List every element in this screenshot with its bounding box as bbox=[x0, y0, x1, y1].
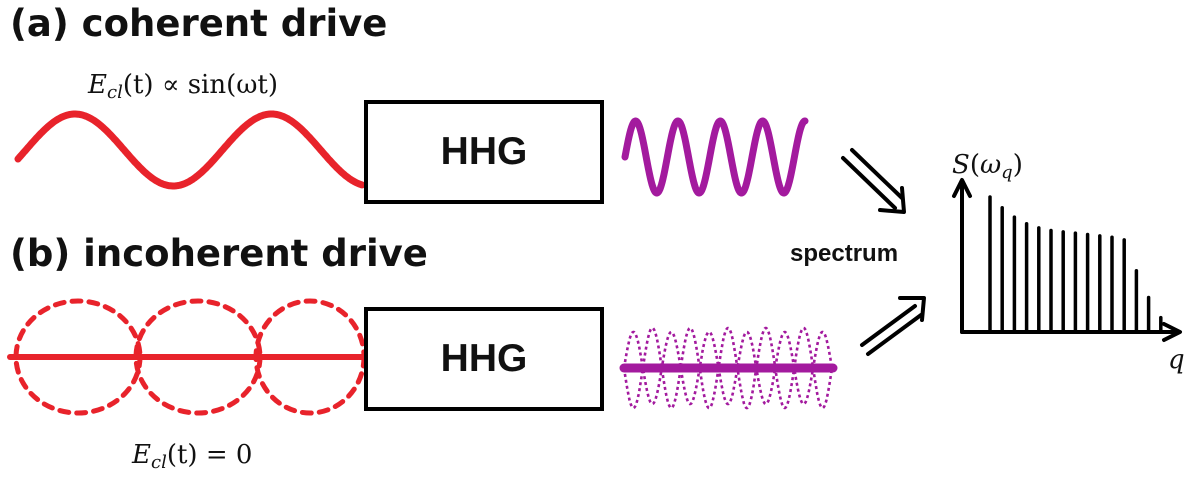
spectrum-x-axis-label: q bbox=[1168, 345, 1185, 375]
spectrum-harmonic-lines bbox=[988, 195, 1163, 333]
incoherent-harmonic-trace bbox=[622, 330, 834, 406]
spectrum-y-axis-label: S(ωq) bbox=[952, 150, 1023, 183]
coherent-drive-wave bbox=[14, 110, 366, 190]
incoherent-harmonic-fluctuations bbox=[622, 326, 834, 410]
hhg-box-incoherent: HHG bbox=[364, 307, 604, 411]
hhg-label-incoherent: HHG bbox=[440, 337, 528, 380]
panel-a-title: (a) coherent drive bbox=[10, 2, 388, 45]
spectrum-label: spectrum bbox=[790, 240, 899, 267]
hhg-box-coherent: HHG bbox=[364, 100, 604, 204]
spectrum-axes bbox=[952, 178, 1182, 342]
coherent-harmonic-wave bbox=[621, 117, 809, 197]
arrow-a-to-spectrum bbox=[841, 148, 906, 214]
incoherent-field-equation: Ecl(t) = 0 bbox=[132, 440, 253, 473]
panel-b-title: (b) incoherent drive bbox=[10, 232, 428, 275]
hhg-label-coherent: HHG bbox=[440, 130, 528, 173]
arrow-b-to-spectrum bbox=[860, 296, 926, 356]
coherent-field-equation: Ecl(t) ∝ sin(ωt) bbox=[88, 70, 279, 103]
incoherent-harmonic-trace bbox=[622, 326, 834, 410]
